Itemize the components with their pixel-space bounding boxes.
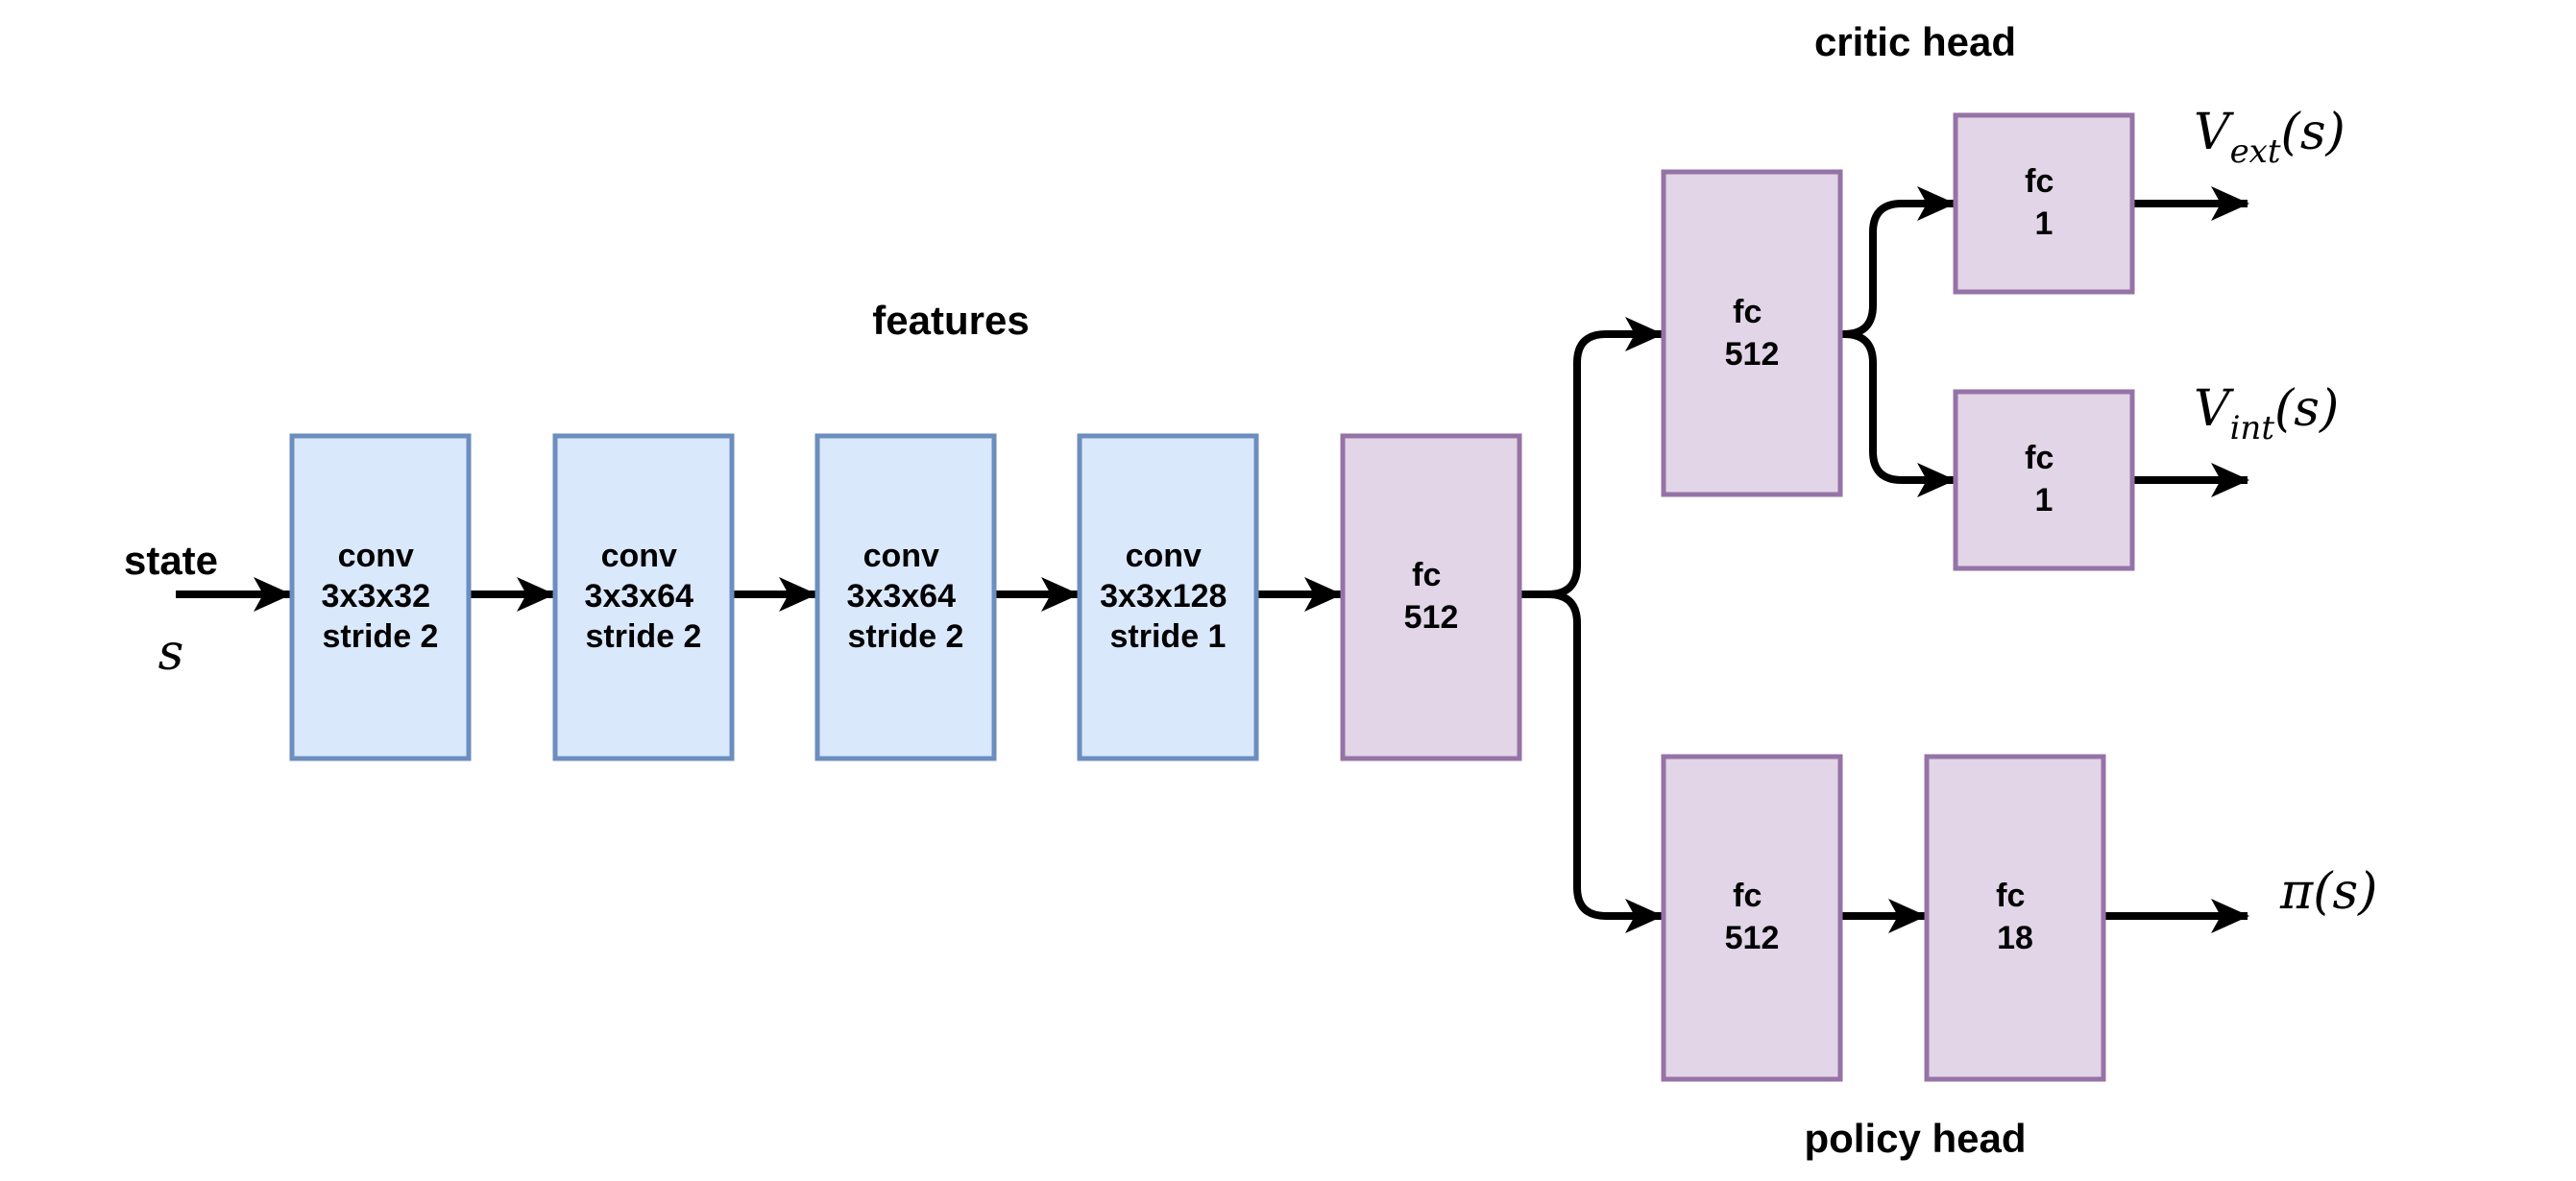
- conv1-box: [289, 433, 472, 761]
- layer-policy-fc512: fc 512: [1661, 754, 1843, 1082]
- critic-head-heading: critic head: [1814, 19, 2016, 64]
- layer-critic-ext: fc 1: [1953, 112, 2135, 295]
- layer-conv3: conv 3x3x64 stride 2: [814, 433, 997, 761]
- state-symbol: s: [158, 624, 184, 682]
- layer-conv2: conv 3x3x64 stride 2: [552, 433, 735, 761]
- conv2-label: conv 3x3x64 stride 2: [585, 538, 703, 655]
- critic-int-box: [1953, 389, 2135, 571]
- layer-critic-fc512: fc 512: [1661, 169, 1843, 497]
- output-v-ext: Vext(s): [2194, 104, 2345, 171]
- conv1-label: conv 3x3x32 stride 2: [322, 538, 440, 655]
- edges: [176, 186, 2249, 933]
- edge-fc-critic-shared: [1519, 317, 1664, 598]
- edge-fc-policy: [1519, 590, 1664, 933]
- conv4-label: conv 3x3x128 stride 1: [1100, 538, 1236, 655]
- edge-critic-ext: [1840, 186, 1956, 338]
- layer-conv1: conv 3x3x32 stride 2: [289, 433, 472, 761]
- conv4-box: [1077, 433, 1259, 761]
- output-v-int: Vint(s): [2194, 380, 2339, 447]
- conv3-label: conv 3x3x64 stride 2: [847, 538, 965, 655]
- conv2-box: [552, 433, 735, 761]
- policy-fc512-label: fc 512: [1725, 878, 1780, 956]
- policy-fc512-box: [1661, 754, 1843, 1082]
- state-label: state: [124, 538, 218, 583]
- critic-ext-label: fc 1: [2025, 163, 2063, 242]
- critic-ext-box: [1953, 112, 2135, 295]
- critic-fc512-label: fc 512: [1725, 294, 1780, 373]
- layer-fc-shared: fc 512: [1340, 433, 1522, 761]
- policy-head-heading: policy head: [1804, 1116, 2026, 1161]
- policy-fc18-box: [1924, 754, 2106, 1082]
- features-heading: features: [872, 298, 1029, 343]
- layer-critic-int: fc 1: [1953, 389, 2135, 571]
- edge-critic-int: [1840, 330, 1956, 497]
- critic-fc512-box: [1661, 169, 1843, 497]
- critic-int-label: fc 1: [2025, 440, 2063, 518]
- conv3-box: [814, 433, 997, 761]
- layer-policy-fc18: fc 18: [1924, 754, 2106, 1082]
- fc-shared-box: [1340, 433, 1522, 761]
- fc-shared-label: fc 512: [1404, 557, 1459, 636]
- layer-conv4: conv 3x3x128 stride 1: [1077, 433, 1259, 761]
- output-pi: π(s): [2279, 863, 2377, 921]
- policy-fc18-label: fc 18: [1996, 878, 2034, 956]
